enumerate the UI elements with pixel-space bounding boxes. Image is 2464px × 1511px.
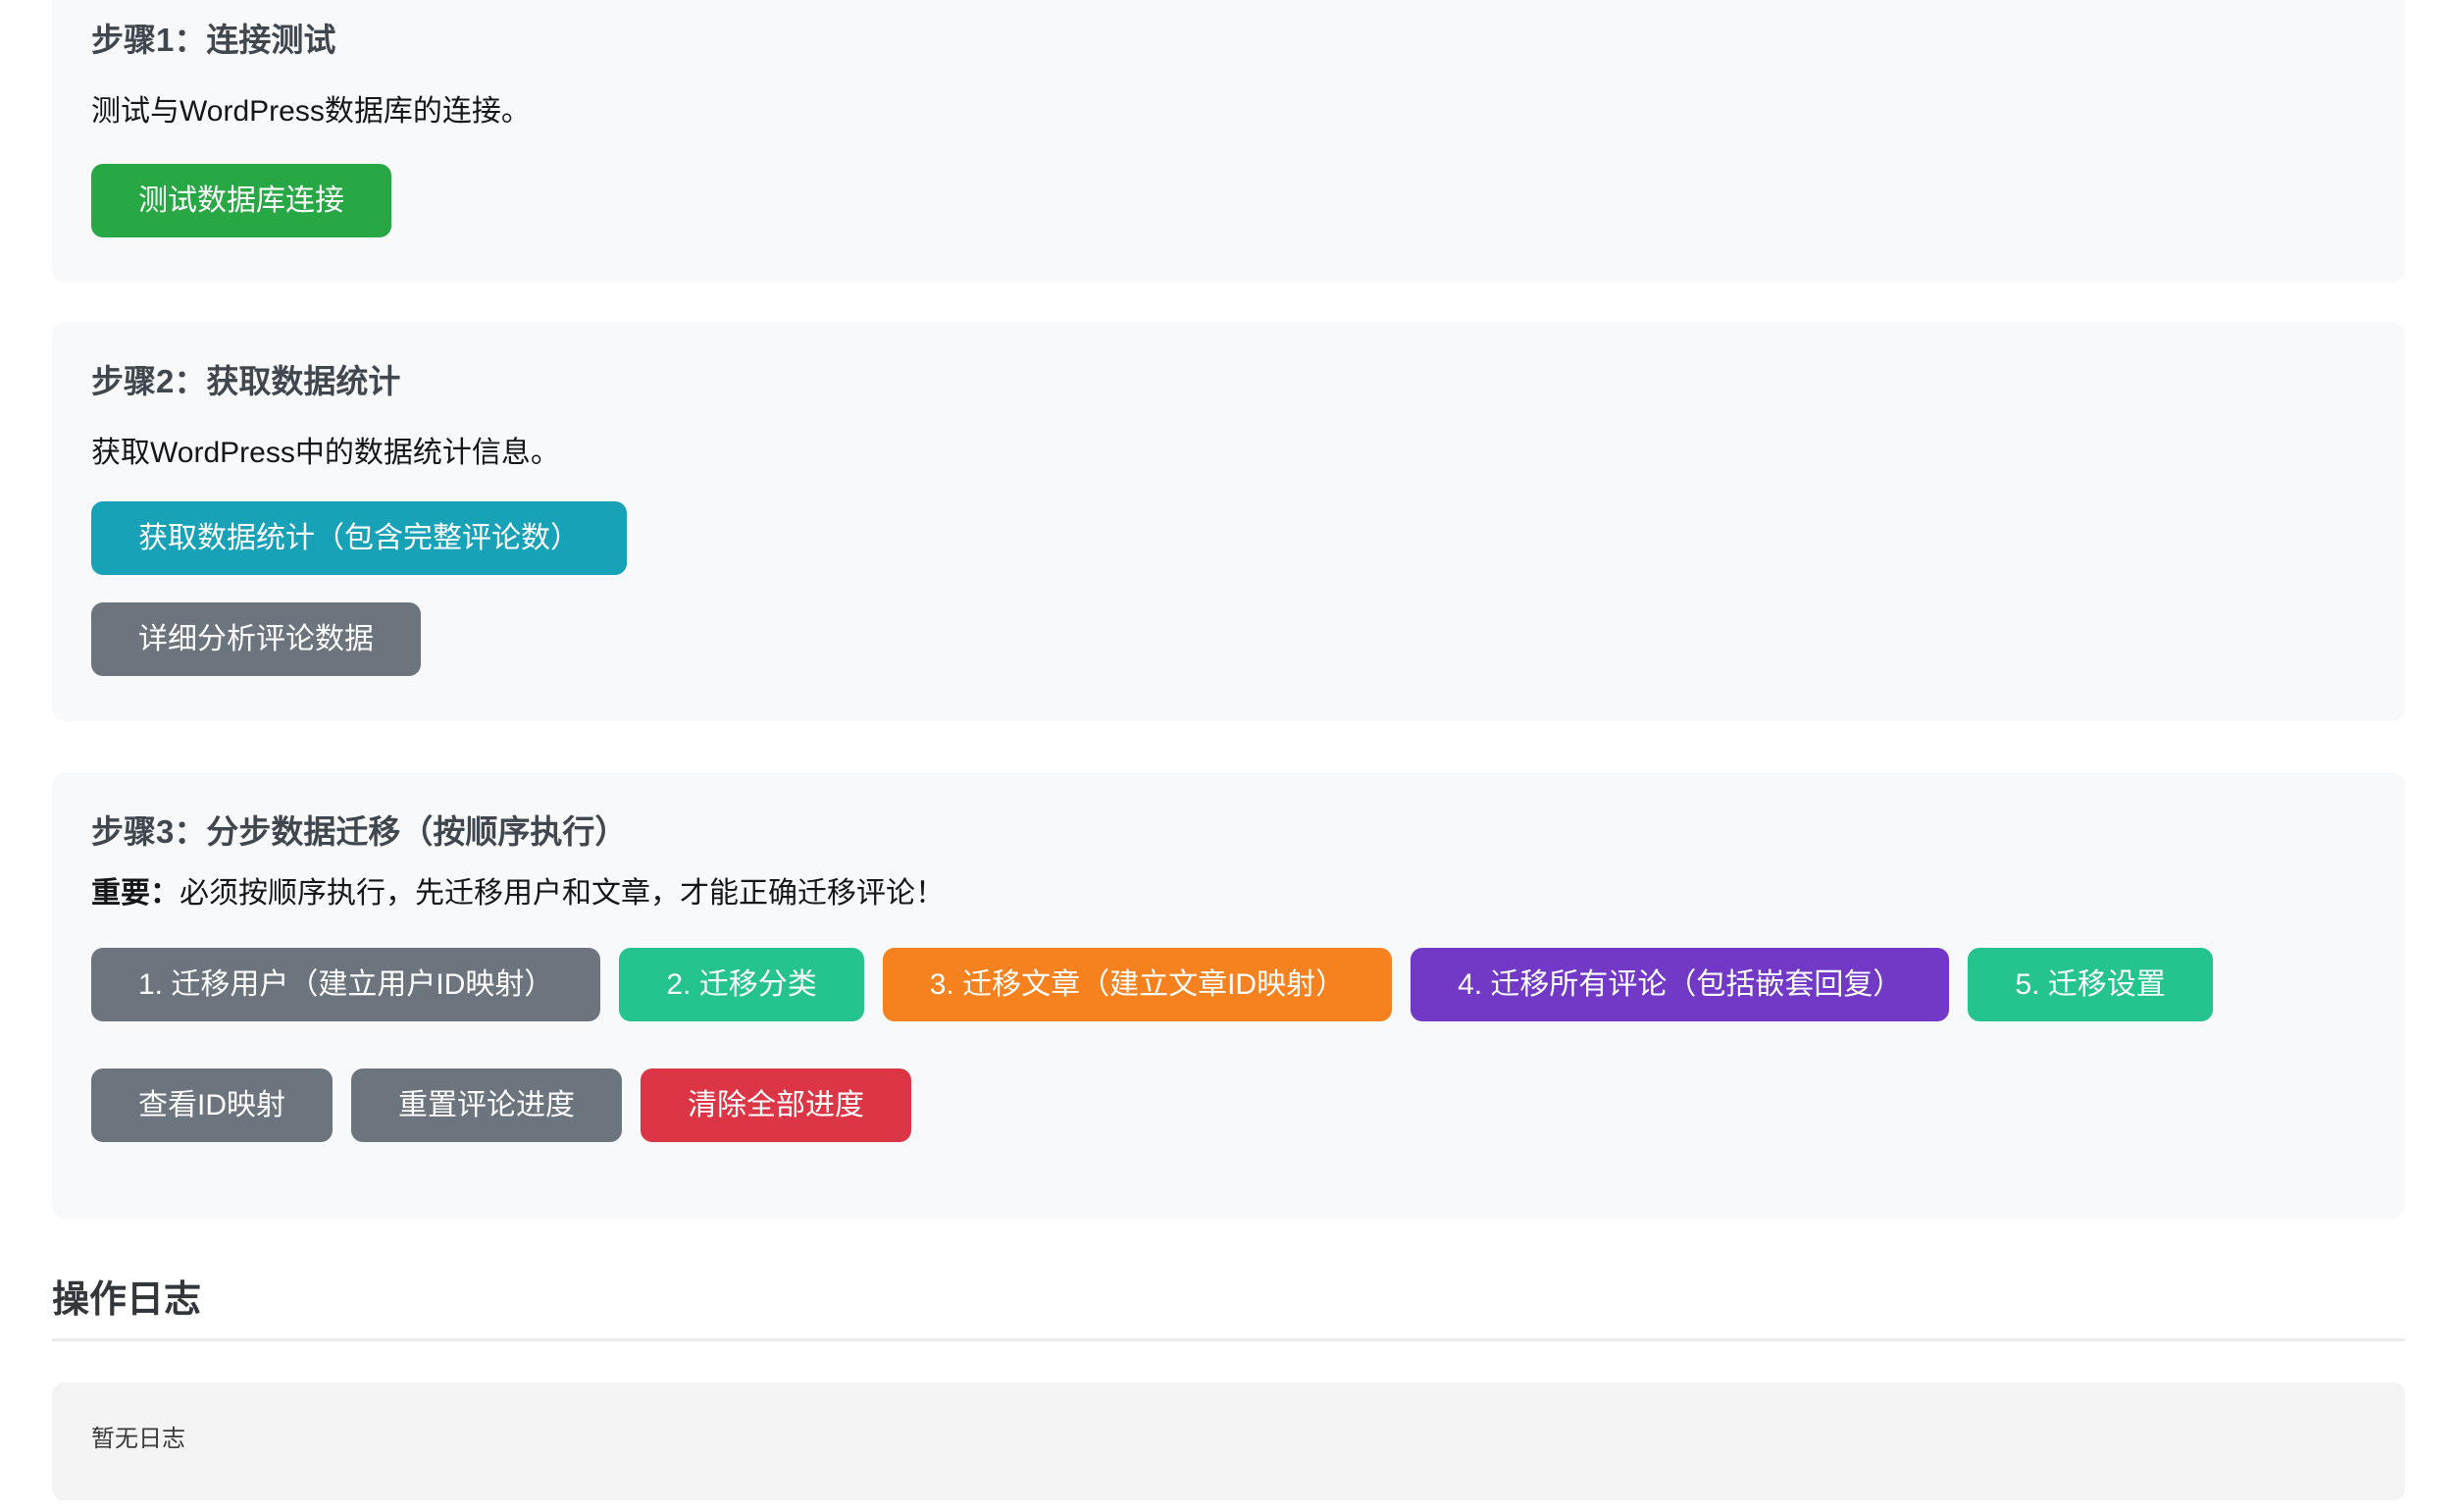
migrate-categories-button[interactable]: 2. 迁移分类 [619, 947, 864, 1021]
migration-tool-page: 步骤1：连接测试 测试与WordPress数据库的连接。 测试数据库连接 步骤2… [52, 0, 2405, 1500]
log-box: 暂无日志 [52, 1381, 2405, 1500]
step1-connection-test-card: 步骤1：连接测试 测试与WordPress数据库的连接。 测试数据库连接 [52, 0, 2405, 283]
step2-button-row-2: 详细分析评论数据 [91, 601, 2366, 676]
step3-warning-text: 必须按顺序执行，先迁移用户和文章，才能正确迁移评论！ [180, 876, 945, 910]
step3-migration-card: 步骤3：分步数据迁移（按顺序执行） 重要：必须按顺序执行，先迁移用户和文章，才能… [52, 771, 2405, 1219]
log-empty-message: 暂无日志 [91, 1425, 185, 1452]
log-section-divider [52, 1337, 2405, 1341]
test-db-connection-button[interactable]: 测试数据库连接 [91, 163, 391, 237]
reset-comment-progress-button[interactable]: 重置评论进度 [351, 1068, 622, 1142]
step1-description: 测试与WordPress数据库的连接。 [91, 94, 531, 128]
utility-button-row: 查看ID映射 重置评论进度 清除全部进度 [91, 1068, 2366, 1142]
step1-title: 步骤1：连接测试 [91, 22, 336, 58]
migrate-comments-button[interactable]: 4. 迁移所有评论（包括嵌套回复） [1411, 947, 1950, 1021]
step3-warning: 重要：必须按顺序执行，先迁移用户和文章，才能正确迁移评论！ [91, 874, 2366, 912]
step3-warning-important-label: 重要： [91, 876, 180, 910]
analyze-comments-button[interactable]: 详细分析评论数据 [91, 601, 421, 676]
view-id-mapping-button[interactable]: 查看ID映射 [91, 1068, 333, 1142]
migrate-settings-button[interactable]: 5. 迁移设置 [1968, 947, 2213, 1021]
migration-button-row: 1. 迁移用户（建立用户ID映射） 2. 迁移分类 3. 迁移文章（建立文章ID… [91, 947, 2366, 1021]
fetch-data-stats-button[interactable]: 获取数据统计（包含完整评论数） [91, 500, 627, 575]
step2-button-row-1: 获取数据统计（包含完整评论数） [91, 500, 2366, 575]
step2-title: 步骤2：获取数据统计 [91, 362, 401, 399]
step2-description: 获取WordPress中的数据统计信息。 [91, 436, 560, 469]
migrate-users-button[interactable]: 1. 迁移用户（建立用户ID映射） [91, 947, 601, 1021]
step3-title: 步骤3：分步数据迁移（按顺序执行） [91, 812, 628, 850]
step2-data-stats-card: 步骤2：获取数据统计 获取WordPress中的数据统计信息。 获取数据统计（包… [52, 321, 2405, 721]
migrate-posts-button[interactable]: 3. 迁移文章（建立文章ID映射） [882, 947, 1393, 1021]
clear-all-progress-button[interactable]: 清除全部进度 [641, 1068, 911, 1142]
log-section-title: 操作日志 [52, 1278, 202, 1321]
step1-button-row: 测试数据库连接 [91, 163, 2366, 237]
